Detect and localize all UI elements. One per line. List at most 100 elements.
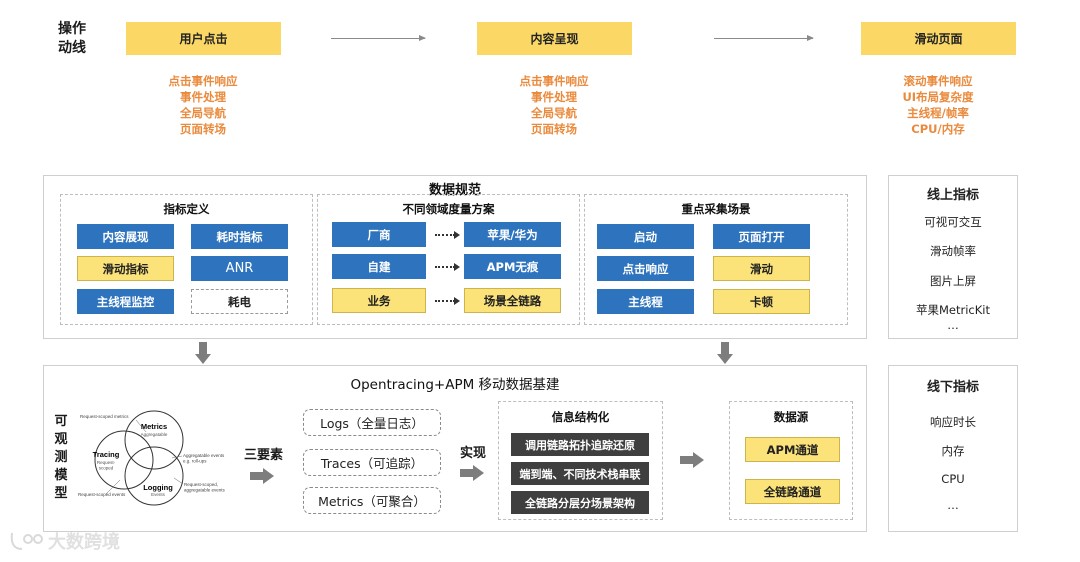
data-source-panel: 数据源 (729, 401, 853, 520)
plan-apple-huawei: 苹果/华为 (464, 222, 561, 247)
flow-arrow-2 (714, 35, 814, 41)
key-scenarios-title: 重点采集场景 (681, 202, 751, 216)
offline-metric-item: 响应时长 (930, 415, 976, 429)
dotted-arrow-icon (435, 297, 460, 305)
structuring-call-chain: 调用链路拓扑追踪还原 (511, 433, 649, 456)
venn-circle-logging (124, 446, 184, 506)
metric-content-display: 内容展现 (77, 224, 174, 249)
venn-note-request-aggregatable: Request-scoped,aggregatable events (184, 482, 226, 493)
detail-line: 页面转场 (531, 122, 577, 136)
source-full-link-channel: 全链路通道 (745, 479, 840, 504)
element-metrics: Metrics（可聚合） (303, 487, 441, 514)
online-metrics-frame: 线上指标 可视可交互 滑动帧率 图片上屏 苹果MetricKit … (888, 175, 1018, 339)
watermark: 大数跨境 (8, 528, 120, 554)
venn-metrics-label: Metrics (141, 422, 167, 431)
detail-line: 全局导航 (180, 106, 226, 120)
offline-metric-item: 内存 (941, 444, 965, 458)
realize-label: 实现 (460, 446, 487, 461)
detail-line: 点击事件响应 (519, 74, 589, 88)
detail-line: 主线程/帧率 (907, 106, 969, 120)
scenario-main-thread: 主线程 (597, 289, 694, 314)
apm-title: Opentracing+APM 移动数据基建 (350, 377, 560, 393)
scenario-scroll: 滑动 (713, 256, 810, 281)
scenario-jank: 卡顿 (713, 289, 810, 314)
detail-line: 全局导航 (531, 106, 577, 120)
step-content-render: 内容呈现 (477, 22, 632, 55)
metric-definition-title: 指标定义 (163, 202, 210, 216)
plan-self-built: 自建 (332, 254, 426, 279)
down-arrow-icon (717, 342, 733, 364)
online-metric-item: … (947, 318, 959, 332)
data-spec-frame: 数据规范 指标定义 内容展现 耗时指标 滑动指标 ANR 主线程监控 耗电 不同… (43, 175, 867, 339)
venn-note-request-metrics: Request-scoped metrics (80, 414, 129, 419)
detail-line: UI布局复杂度 (902, 90, 974, 104)
right-arrow-icon (460, 465, 484, 481)
scenario-click-response: 点击响应 (597, 256, 694, 281)
right-arrow-icon (250, 468, 274, 484)
detail-line: 滚动事件响应 (903, 74, 973, 88)
venn-logging-sub: Events (151, 492, 166, 497)
online-metric-item: 可视可交互 (924, 215, 982, 229)
metric-time-cost: 耗时指标 (191, 224, 288, 249)
operation-flow-title-text: 操作 动线 (58, 21, 86, 56)
scenario-launch: 启动 (597, 224, 694, 249)
source-apm-channel: APM通道 (745, 437, 840, 462)
structuring-end-to-end: 端到端、不同技术栈串联 (511, 462, 649, 485)
detail-line: 事件处理 (531, 90, 577, 104)
step-scroll-page: 滑动页面 (861, 22, 1016, 55)
down-arrow-icon (195, 342, 211, 364)
online-metrics-title: 线上指标 (926, 188, 979, 203)
detail-line: 点击事件响应 (168, 74, 238, 88)
venn-circle-tracing (94, 430, 154, 490)
venn-circle-metrics (124, 410, 184, 470)
key-scenarios-panel: 重点采集场景 启动 页面打开 点击响应 滑动 主线程 卡顿 (584, 194, 848, 325)
structuring-layered: 全链路分层分场景架构 (511, 491, 649, 514)
watermark-text: 大数跨境 (48, 532, 120, 553)
venn-tracing-sub: Request-scoped (97, 460, 116, 471)
online-metric-item: 滑动帧率 (930, 244, 976, 258)
venn-metrics-sub: Aggregatable (141, 432, 168, 437)
structuring-title: 信息结构化 (551, 410, 610, 424)
domain-plans-panel: 不同领域度量方案 厂商 苹果/华为 自建 APM无痕 业务 场景全链路 (317, 194, 580, 325)
plan-vendor: 厂商 (332, 222, 426, 247)
operation-flow-title: 操作 动线 (58, 20, 86, 58)
offline-metric-item: … (947, 498, 959, 512)
metric-main-thread: 主线程监控 (77, 289, 174, 314)
offline-metric-item: CPU (941, 472, 965, 486)
flow-arrow-1 (331, 35, 426, 41)
step-scroll-page-details: 滚动事件响应 UI布局复杂度 主线程/帧率 CPU/内存 (848, 73, 1028, 137)
plan-scenario-full-link: 场景全链路 (464, 288, 561, 313)
element-logs: Logs（全量日志） (303, 409, 441, 436)
element-traces: Traces（可追踪） (303, 449, 441, 476)
offline-metrics-frame: 线下指标 响应时长 内存 CPU … (888, 365, 1018, 532)
detail-line: CPU/内存 (911, 122, 965, 136)
step-user-click-details: 点击事件响应 事件处理 全局导航 页面转场 (113, 73, 293, 137)
dotted-arrow-icon (435, 263, 460, 271)
domain-plans-title: 不同领域度量方案 (402, 202, 495, 216)
metric-definition-panel: 指标定义 内容展现 耗时指标 滑动指标 ANR 主线程监控 耗电 (60, 194, 313, 325)
dotted-arrow-icon (435, 231, 460, 239)
scenario-page-open: 页面打开 (713, 224, 810, 249)
metric-power: 耗电 (191, 289, 288, 314)
venn-note-request-events: Request-scoped events (78, 492, 126, 497)
observable-model-label: 可 观 测 模 型 (54, 414, 68, 501)
plan-apm-traceless: APM无痕 (464, 254, 561, 279)
online-metric-item: 图片上屏 (930, 274, 976, 288)
detail-line: 事件处理 (180, 90, 226, 104)
three-elements-label: 三要素 (244, 448, 284, 463)
step-user-click: 用户点击 (126, 22, 281, 55)
structuring-panel: 信息结构化 (498, 401, 663, 520)
offline-metrics-title: 线下指标 (926, 380, 979, 395)
right-arrow-icon (680, 452, 704, 468)
metric-anr: ANR (191, 256, 288, 281)
detail-line: 页面转场 (180, 122, 226, 136)
venn-tracing-label: Tracing (93, 450, 120, 459)
watermark-logo-icon (10, 532, 43, 550)
step-content-render-details: 点击事件响应 事件处理 全局导航 页面转场 (464, 73, 644, 137)
observability-venn-diagram: Metrics Aggregatable Tracing Request-sco… (78, 410, 226, 506)
data-source-title: 数据源 (773, 410, 809, 424)
venn-logging-label: Logging (143, 483, 173, 492)
metric-scroll: 滑动指标 (77, 256, 174, 281)
plan-business: 业务 (332, 288, 426, 313)
